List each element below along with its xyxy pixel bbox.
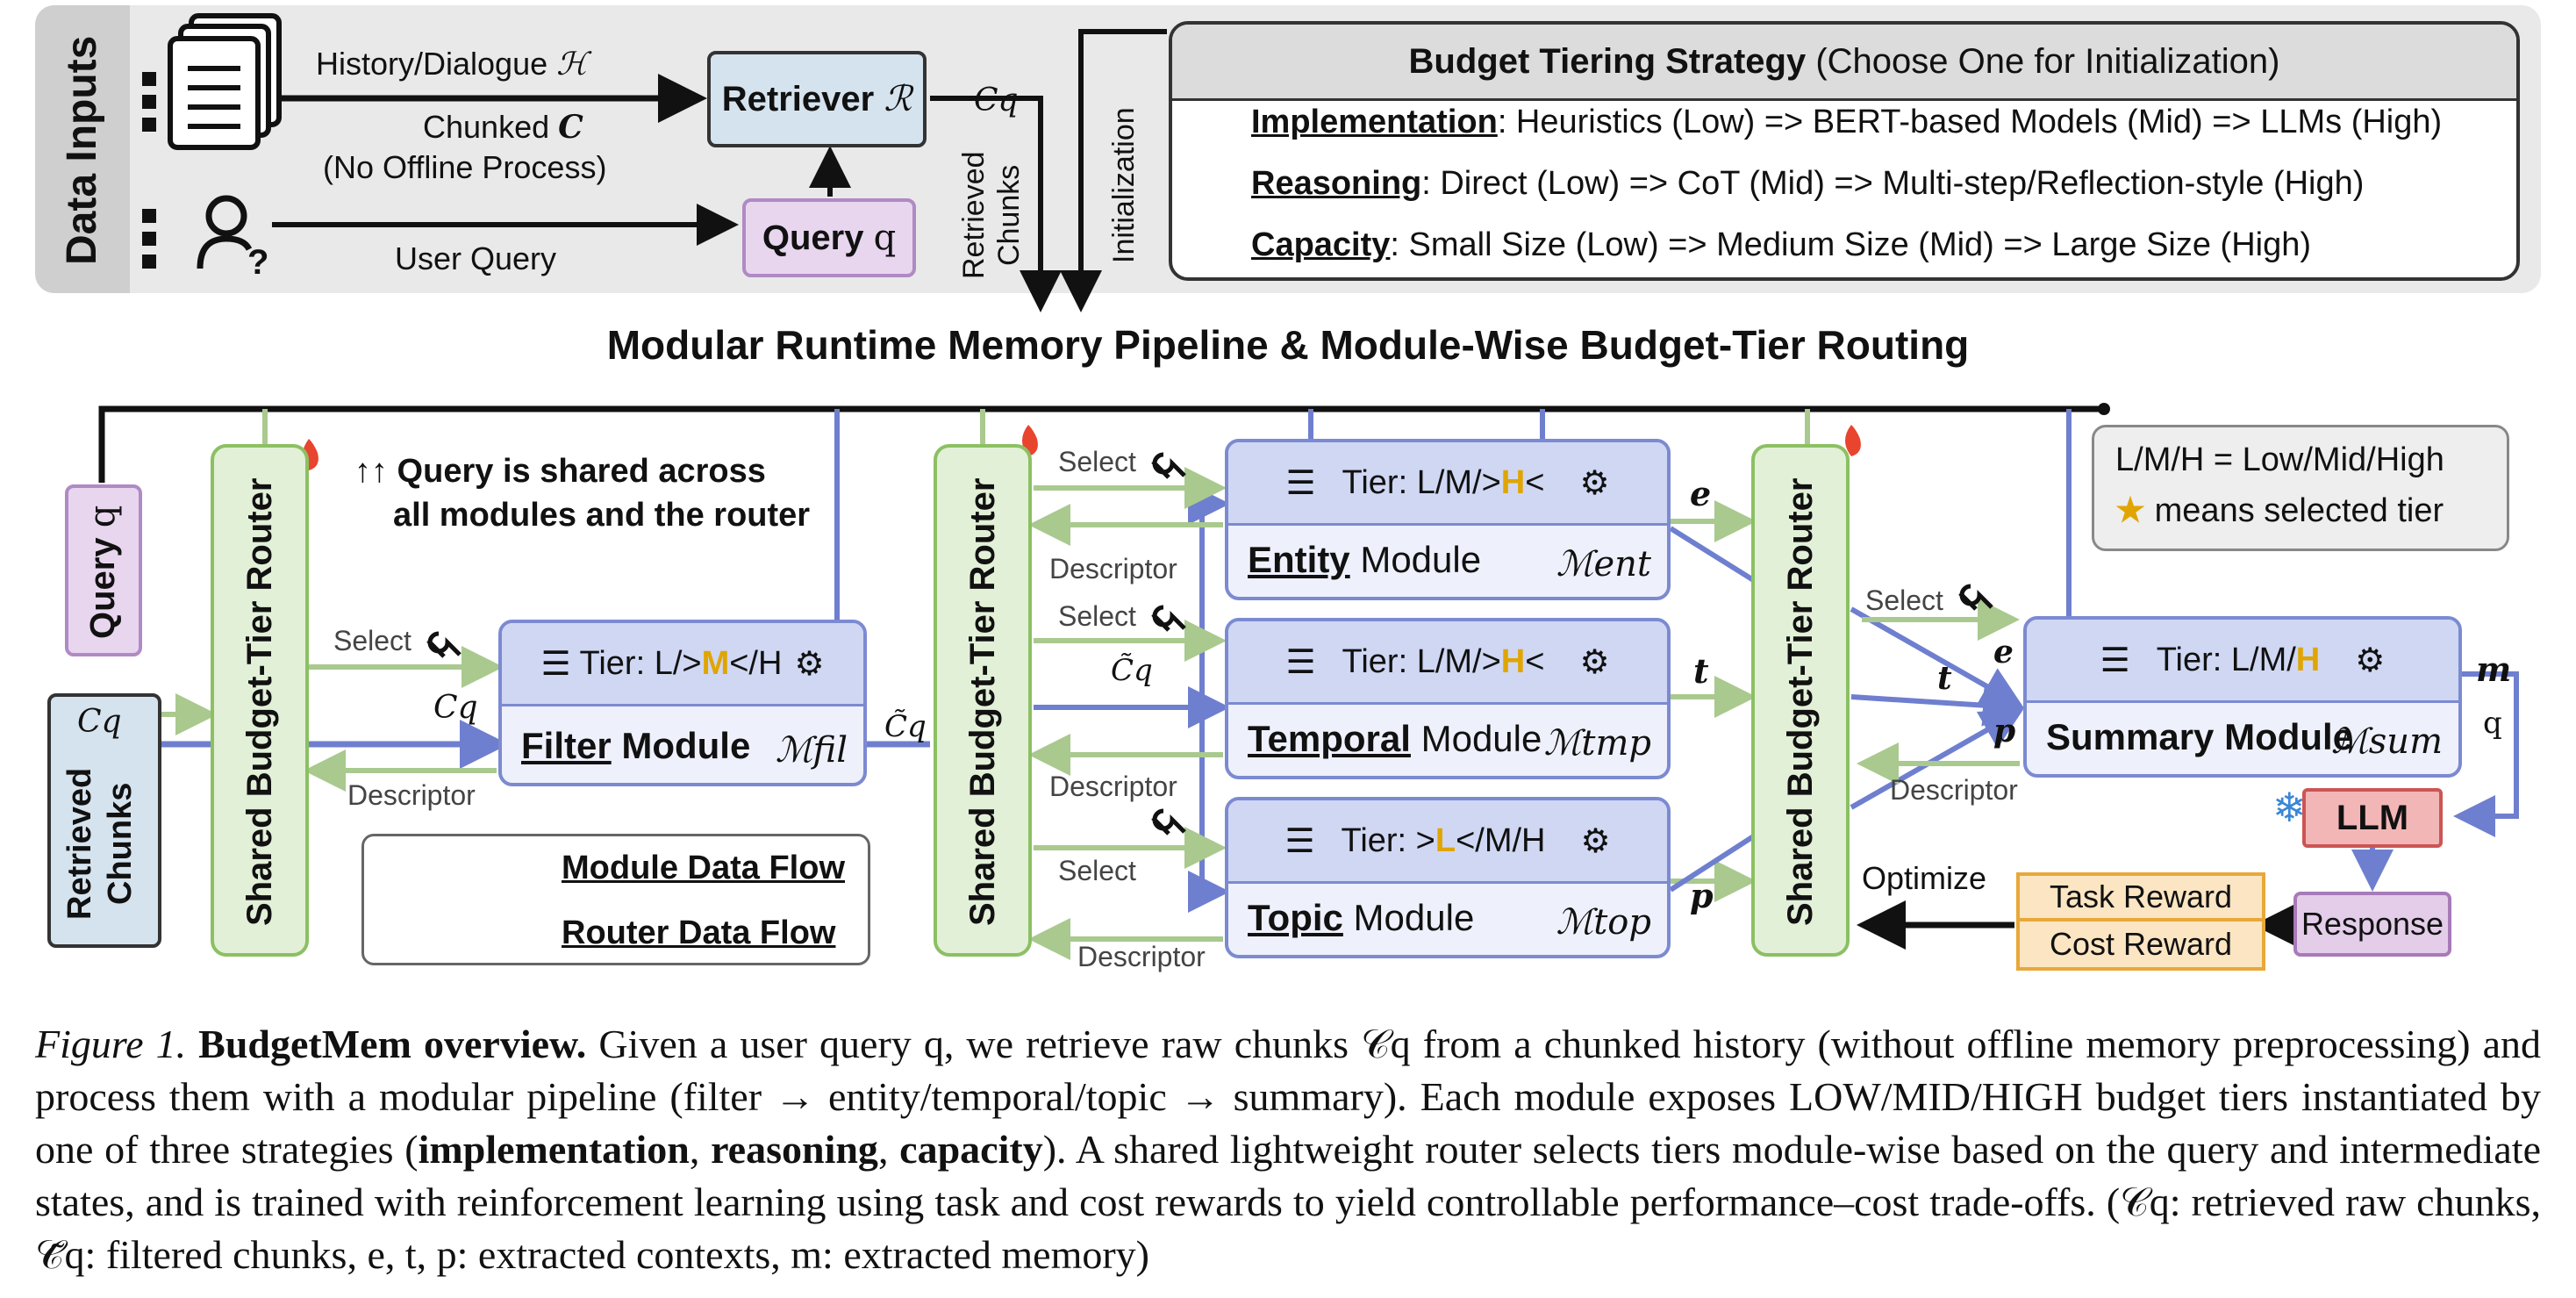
llm-box: LLM: [2302, 788, 2443, 848]
task-reward-box: Task Reward: [2016, 872, 2265, 922]
data-inputs-bar: Data Inputs: [35, 5, 130, 293]
user-query-label: User Query: [395, 240, 557, 276]
sliders-icon: ☰: [1284, 822, 1315, 860]
figure-caption: Figure 1. BudgetMem overview. Given a us…: [35, 1022, 2542, 1277]
chunked-label: Chunked C: [423, 109, 583, 146]
response-box: Response: [2293, 892, 2451, 957]
t-label-1: t: [1693, 651, 1709, 691]
flow-legend: [361, 834, 870, 965]
entity-module: ☰Tier: L/M/>H<⚙ Entity Module ℳent: [1225, 439, 1671, 600]
q-label-summary: q: [2483, 706, 2502, 741]
wrench-icon: [426, 452, 1993, 835]
descriptor-label-summary: Descriptor: [1890, 774, 2018, 806]
p-label-2: p: [1993, 713, 2016, 749]
topic-module: ☰Tier: >L</M/H⚙ Topic Module ℳtop: [1225, 797, 1671, 958]
router-2: Shared Budget-Tier Router: [934, 444, 1032, 957]
p-label-1: p: [1690, 876, 1714, 915]
router-1: Shared Budget-Tier Router: [211, 444, 309, 957]
summary-module: ☰Tier: L/M/H⚙ Summary Module ℳsum: [2023, 616, 2462, 778]
strategy-title: Budget Tiering Strategy (Choose One for …: [1172, 25, 2516, 101]
cq-filtered-label: C̃q: [884, 709, 927, 744]
cq-label-filter: Cq: [433, 690, 478, 726]
retrieved-chunks-vlabel: Retrieved Chunks: [957, 151, 1026, 279]
retriever-box: Retriever ℛ: [707, 51, 927, 147]
entity-tier: ☰Tier: L/M/>H<⚙: [1285, 463, 1610, 502]
sliders-icon: ☰: [1285, 643, 1316, 681]
legend-router-flow: Router Data Flow: [562, 914, 836, 951]
pipeline-retrieved-chunks-box: Cq Retrieved Chunks: [47, 693, 161, 948]
budget-strategy-box: Budget Tiering Strategy (Choose One for …: [1169, 21, 2520, 281]
pipeline-query-box: Query q: [65, 484, 142, 656]
cq-label-top: Cq: [974, 82, 1019, 118]
gear-icon: ⚙: [1579, 464, 1610, 502]
temporal-tier: ☰Tier: L/M/>H<⚙: [1285, 642, 1610, 681]
filter-module: ☰Tier: L/>M</H⚙ Filter Module ℳfil: [498, 620, 867, 786]
history-label: History/Dialogue ℋ: [316, 46, 588, 82]
svg-text:?: ?: [247, 243, 268, 282]
gear-icon: ⚙: [794, 645, 825, 683]
select-label-temporal: Select: [1058, 600, 1136, 632]
ellipsis-dots-icon: [142, 72, 156, 269]
no-offline-label: (No Offline Process): [323, 149, 607, 185]
sliders-icon: ☰: [1285, 464, 1316, 502]
strategy-row-reasoning: Reasoning: Direct (Low) => CoT (Mid) => …: [1251, 165, 2365, 202]
select-label-entity: Select: [1058, 446, 1136, 477]
topic-tier: ☰Tier: >L</M/H⚙: [1284, 821, 1611, 860]
descriptor-label-topic: Descriptor: [1077, 941, 1206, 972]
document-stack-icon: [168, 13, 282, 150]
sliders-icon: ☰: [2100, 642, 2130, 679]
optimize-label: Optimize: [1862, 860, 1987, 896]
sliders-icon: ☰: [540, 645, 571, 683]
descriptor-label-entity: Descriptor: [1049, 553, 1177, 584]
router-3: Shared Budget-Tier Router: [1751, 444, 1850, 957]
legend-module-flow: Module Data Flow: [562, 850, 845, 886]
gear-icon: ⚙: [1580, 822, 1611, 860]
filter-tier: ☰Tier: L/>M</H⚙: [540, 644, 825, 683]
descriptor-label-1: Descriptor: [347, 779, 476, 811]
cq-filtered-label-2: C̃q: [1111, 653, 1153, 688]
t-label-2: t: [1937, 660, 1952, 697]
strategy-row-capacity: Capacity: Small Size (Low) => Medium Siz…: [1251, 226, 2312, 263]
select-label-1: Select: [333, 625, 411, 656]
temporal-module: ☰Tier: L/M/>H<⚙ Temporal Module ℳtmp: [1225, 618, 1671, 779]
initialization-vlabel: Initialization: [1107, 107, 1141, 263]
select-label-summary: Select: [1865, 584, 1943, 616]
strategy-row-implementation: Implementation: Heuristics (Low) => BERT…: [1251, 104, 2443, 140]
descriptor-label-temporal: Descriptor: [1049, 771, 1177, 802]
tier-legend-note: L/M/H = Low/Mid/High ★ means selected ti…: [2092, 425, 2509, 551]
gear-icon: ⚙: [2355, 642, 2386, 679]
star-icon: ★: [2115, 492, 2146, 529]
pipeline-title: Modular Runtime Memory Pipeline & Module…: [606, 322, 1970, 368]
shared-query-note: ↑↑ Query is shared across all modules an…: [354, 453, 811, 534]
e-label-2: e: [1993, 634, 2014, 671]
e-label-1: e: [1690, 474, 1712, 513]
m-label: m: [2476, 649, 2512, 689]
query-box: Query q: [742, 198, 916, 277]
cost-reward-box: Cost Reward: [2016, 922, 2265, 971]
user-question-icon: ?: [197, 195, 268, 282]
snowflake-icon: ❄: [2272, 784, 2307, 831]
select-label-topic: Select: [1058, 855, 1136, 886]
summary-tier: ☰Tier: L/M/H⚙: [2100, 641, 2386, 679]
gear-icon: ⚙: [1579, 643, 1610, 681]
